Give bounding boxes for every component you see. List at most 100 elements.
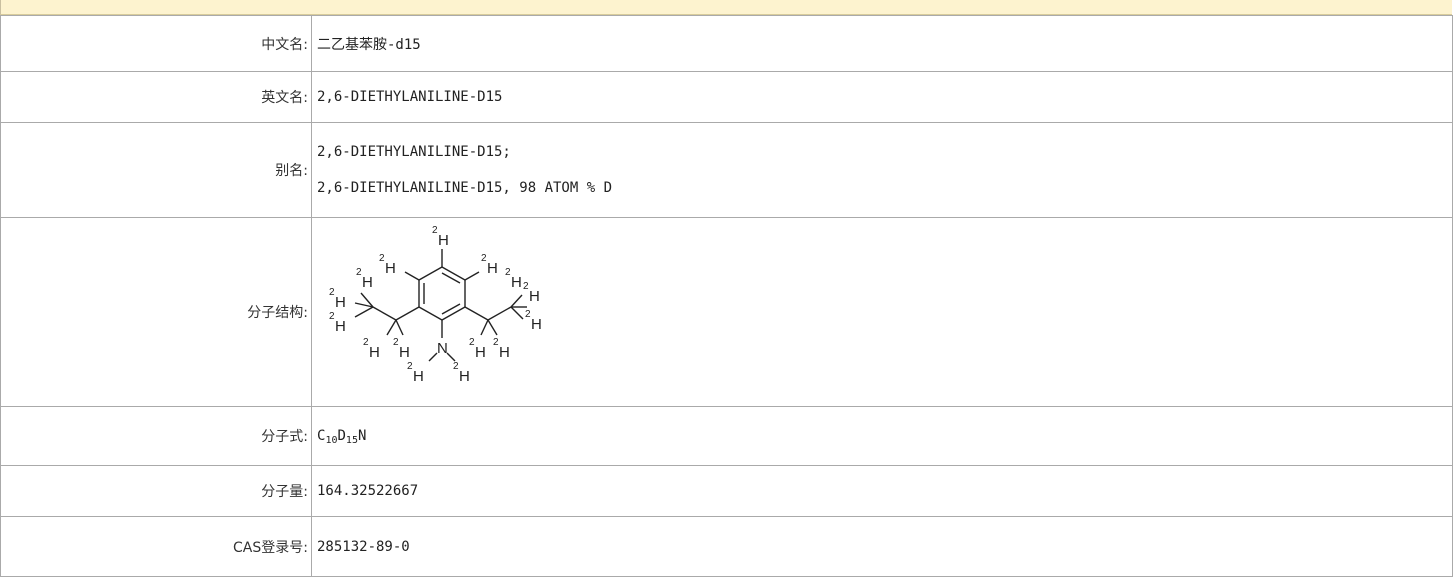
bond <box>446 352 456 361</box>
formula-element: N <box>357 428 367 444</box>
top-banner <box>0 0 1452 15</box>
formula-label: 分子式: <box>0 406 312 466</box>
svg-text:2: 2 <box>329 311 335 322</box>
bond <box>418 305 443 321</box>
bond <box>480 319 489 335</box>
english-name-value: 2,6-DIETHYLANILINE-D15 <box>311 71 1453 123</box>
bond <box>510 306 524 319</box>
cas-label: CAS登录号: <box>0 516 312 577</box>
bond <box>395 305 420 321</box>
svg-text:2: 2 <box>505 267 511 278</box>
svg-text:H: H <box>529 288 540 305</box>
atom-label: 2H <box>481 253 498 277</box>
svg-text:H: H <box>475 344 486 361</box>
svg-text:H: H <box>335 294 346 311</box>
row-chinese-name: 中文名: 二乙基苯胺-d15 <box>0 15 1453 72</box>
atom-label: 2H <box>363 337 380 361</box>
atom-label: 2H <box>329 287 346 311</box>
nitrogen-label: N <box>437 340 448 357</box>
molecule-bonds <box>354 248 527 361</box>
formula-element: C <box>317 428 326 444</box>
svg-text:H: H <box>438 232 449 249</box>
atom-label: 2H <box>469 337 486 361</box>
svg-text:2: 2 <box>493 337 499 348</box>
bond <box>386 319 397 335</box>
bond <box>354 305 374 318</box>
atom-label: 2H <box>493 337 510 361</box>
svg-text:2: 2 <box>469 337 475 348</box>
mass-label: 分子量: <box>0 465 312 517</box>
bond <box>441 302 461 315</box>
bond <box>441 265 466 281</box>
svg-text:H: H <box>487 260 498 277</box>
mass-value: 164.32522667 <box>311 465 1453 517</box>
bond <box>487 305 512 321</box>
atom-label: 2H <box>329 311 346 335</box>
bond <box>354 301 374 308</box>
atom-label: 2H <box>523 281 540 305</box>
formula-element: D <box>337 428 346 444</box>
bond <box>372 305 397 321</box>
row-english-name: 英文名: 2,6-DIETHYLANILINE-D15 <box>0 71 1453 123</box>
compound-info-table: 中文名: 二乙基苯胺-d15 英文名: 2,6-DIETHYLANILINE-D… <box>0 15 1453 577</box>
svg-text:H: H <box>459 368 470 385</box>
bond <box>441 305 466 321</box>
svg-text:2: 2 <box>481 253 487 264</box>
row-cas: CAS登录号: 285132-89-0 <box>0 516 1453 577</box>
svg-text:H: H <box>399 344 410 361</box>
row-alias: 别名: 2,6-DIETHYLANILINE-D15; 2,6-DIETHYLA… <box>0 122 1453 218</box>
bond <box>464 270 480 281</box>
formula-count: 10 <box>325 435 338 446</box>
atom-label: 2H <box>453 361 470 385</box>
svg-text:H: H <box>369 344 380 361</box>
svg-text:H: H <box>362 274 373 291</box>
atom-label: 2H <box>407 361 424 385</box>
alias-values: 2,6-DIETHYLANILINE-D15; 2,6-DIETHYLANILI… <box>311 122 1453 218</box>
atom-label: 2H <box>505 267 522 291</box>
bond <box>428 352 438 361</box>
svg-text:H: H <box>413 368 424 385</box>
atom-label: 2H <box>432 225 449 249</box>
atom-label: 2H <box>393 337 410 361</box>
svg-text:H: H <box>511 274 522 291</box>
row-formula: 分子式: C10D15N <box>0 406 1453 466</box>
svg-text:H: H <box>335 318 346 335</box>
svg-text:2: 2 <box>523 281 529 292</box>
english-name-label: 英文名: <box>0 71 312 123</box>
bond <box>418 265 443 281</box>
svg-text:H: H <box>499 344 510 361</box>
bond <box>510 294 523 307</box>
molecule-atom-labels: 2H 2H 2H 2H 2H 2H 2H 2H N 2H 2H 2H 2H 2H… <box>329 225 542 385</box>
svg-text:2: 2 <box>356 267 362 278</box>
structure-label: 分子结构: <box>0 217 312 407</box>
bond <box>404 270 420 281</box>
bond <box>360 292 374 307</box>
row-structure: 分子结构: <box>0 217 1453 407</box>
chinese-name-label: 中文名: <box>0 15 312 72</box>
cas-value: 285132-89-0 <box>311 516 1453 577</box>
atom-label: 2H <box>525 309 542 333</box>
bond <box>395 319 404 335</box>
alias-value: 2,6-DIETHYLANILINE-D15, 98 ATOM % D <box>317 180 613 196</box>
svg-text:2: 2 <box>432 225 438 236</box>
svg-text:2: 2 <box>525 309 531 320</box>
alias-value: 2,6-DIETHYLANILINE-D15; <box>317 144 511 160</box>
svg-text:2: 2 <box>363 337 369 348</box>
atom-label: 2H <box>356 267 373 291</box>
molecule-structure-image: 2H 2H 2H 2H 2H 2H 2H 2H N 2H 2H 2H 2H 2H… <box>329 225 542 385</box>
svg-text:2: 2 <box>393 337 399 348</box>
bond <box>464 305 489 321</box>
chinese-name-value: 二乙基苯胺-d15 <box>311 15 1453 72</box>
formula-value: C10D15N <box>311 406 1453 466</box>
svg-text:H: H <box>531 316 542 333</box>
svg-text:2: 2 <box>379 253 385 264</box>
svg-text:H: H <box>385 260 396 277</box>
alias-label: 别名: <box>0 122 312 218</box>
svg-text:2: 2 <box>407 361 413 372</box>
atom-label: 2H <box>379 253 396 277</box>
svg-text:2: 2 <box>329 287 335 298</box>
formula-count: 15 <box>345 435 358 446</box>
bond <box>441 271 461 284</box>
row-mass: 分子量: 164.32522667 <box>0 465 1453 517</box>
